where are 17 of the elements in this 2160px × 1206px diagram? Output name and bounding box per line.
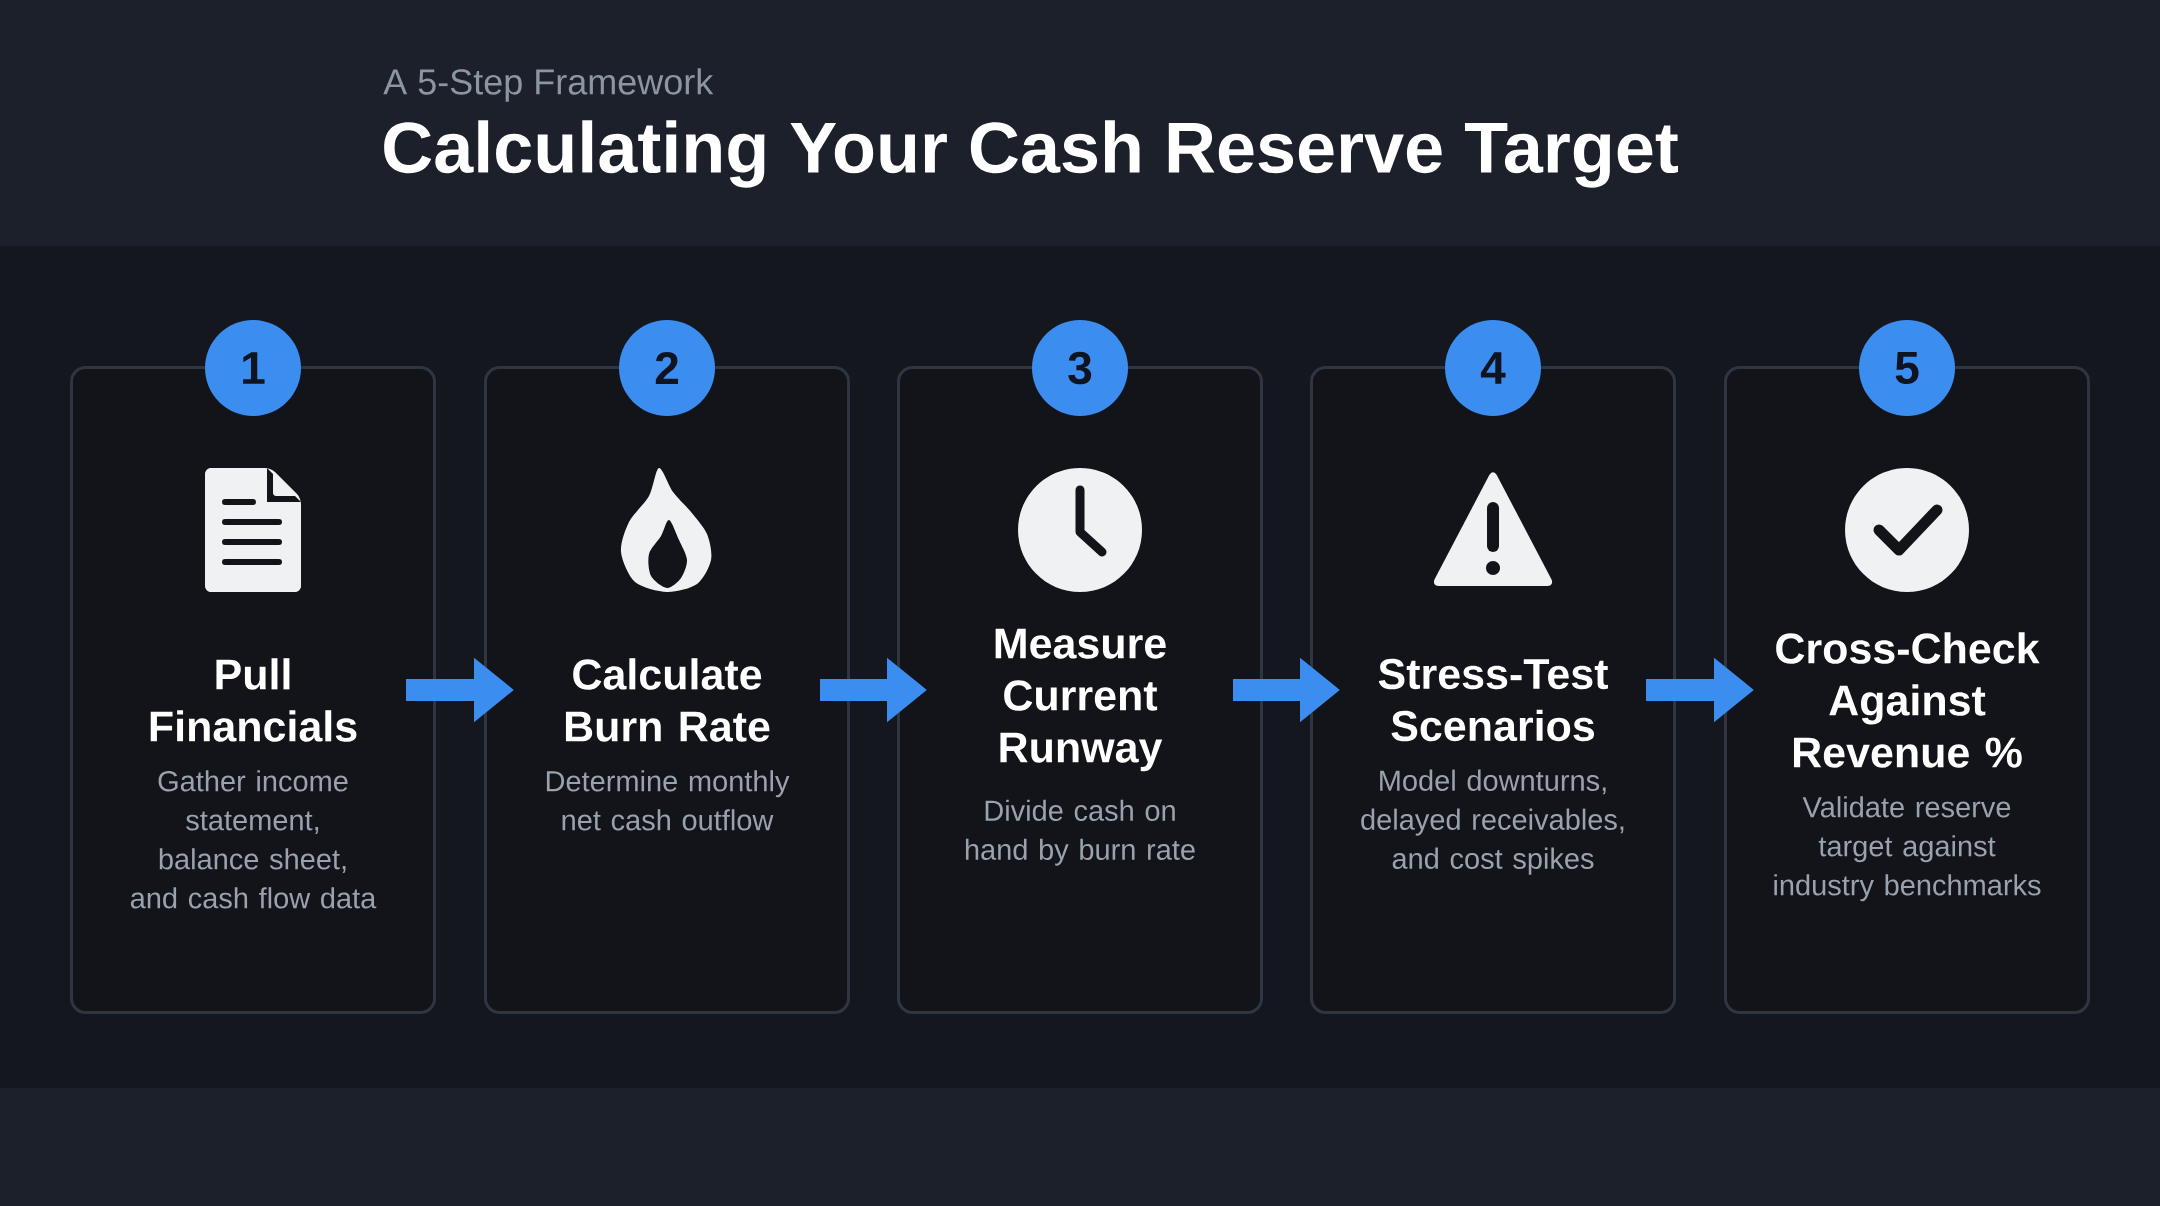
step-title: Cross-Check Against Revenue %: [1776, 632, 2040, 768]
title: Calculating Your Cash Reserve Target: [384, 120, 1678, 188]
step-description: Validate reserve target against industry benchmarks: [1774, 796, 2041, 902]
step-title: Calculate Burn Rate: [565, 658, 770, 742]
number-badge: 1: [205, 320, 301, 416]
step-title: Pull Financials: [150, 658, 357, 742]
number-badge: 4: [1445, 320, 1541, 416]
number-badge: 5: [1859, 320, 1955, 416]
step-description: Divide cash on hand by burn rate: [965, 799, 1195, 866]
step-description: Model downturns, delayed receivables, and cost spikes: [1361, 769, 1624, 875]
step-description: Gather income statement, balance sheet, and cash flow data: [130, 770, 377, 909]
number-badge: 3: [1032, 320, 1128, 416]
number-badge: 2: [619, 320, 715, 416]
subtitle: A 5-Step Framework: [383, 68, 714, 102]
step-title: Measure Current Runway: [995, 628, 1166, 772]
step-title: Stress-Test Scenarios: [1378, 658, 1608, 742]
step-description: Determine monthly net cash outflow: [546, 770, 790, 831]
